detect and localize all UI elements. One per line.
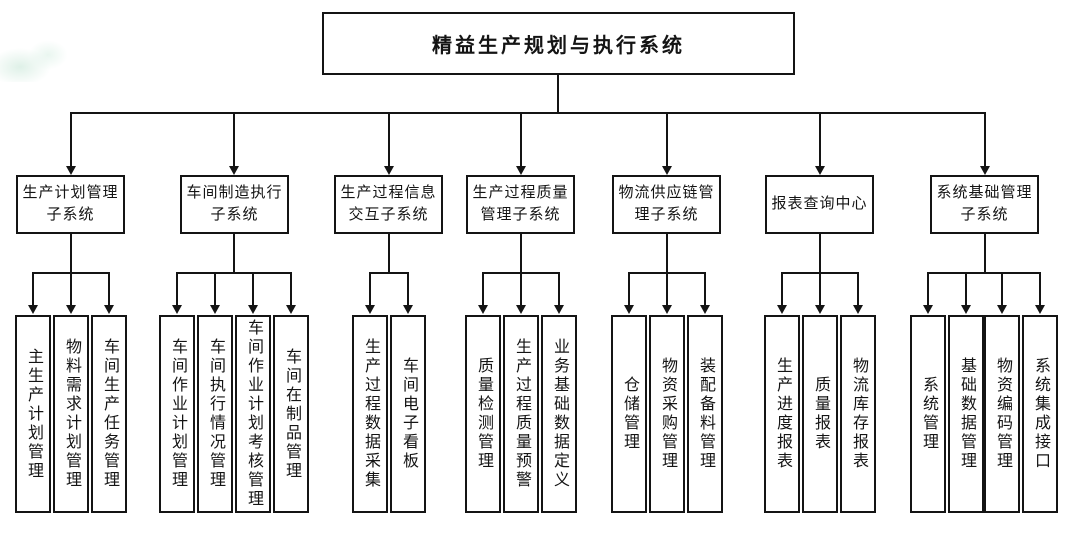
- module-node: 系统管理: [910, 315, 946, 513]
- module-node: 仓储管理: [611, 315, 647, 513]
- module-node: 物资编码管理: [984, 315, 1020, 513]
- module-node: 车间在制品管理: [273, 315, 309, 513]
- module-node: 车间作业计划考核管理: [235, 315, 271, 513]
- module-node: 生产过程数据采集: [352, 315, 388, 513]
- shopfloor-execution-modules: 车间作业计划管理 车间执行情况管理 车间作业计划考核管理 车间在制品管理: [159, 315, 309, 513]
- process-information-modules: 生产过程数据采集 车间电子看板: [352, 315, 426, 513]
- module-node: 生产过程质量预警: [503, 315, 539, 513]
- logistics-supply-chain-subsystem-node: 物流供应链管 理子系统: [612, 175, 721, 234]
- watermark-smudge: [0, 22, 80, 82]
- module-node: 业务基础数据定义: [541, 315, 577, 513]
- module-node: 物流库存报表: [840, 315, 876, 513]
- shopfloor-execution-subsystem-node: 车间制造执行 子系统: [180, 175, 289, 234]
- process-quality-modules: 质量检测管理 生产过程质量预警 业务基础数据定义: [465, 315, 577, 513]
- module-node: 主生产计划管理: [15, 315, 51, 513]
- module-node: 装配备料管理: [687, 315, 723, 513]
- module-node: 车间电子看板: [390, 315, 426, 513]
- production-planning-subsystem-node: 生产计划管理 子系统: [16, 175, 125, 234]
- module-node: 车间生产任务管理: [91, 315, 127, 513]
- module-node: 质量检测管理: [465, 315, 501, 513]
- module-node: 质量报表: [802, 315, 838, 513]
- report-modules: 生产进度报表 质量报表 物流库存报表: [764, 315, 876, 513]
- process-quality-subsystem-node: 生产过程质量 管理子系统: [466, 175, 575, 234]
- logistics-modules: 仓储管理 物资采购管理 装配备料管理: [611, 315, 723, 513]
- production-planning-modules: 主生产计划管理 物料需求计划管理 车间生产任务管理: [15, 315, 127, 513]
- module-node: 车间执行情况管理: [197, 315, 233, 513]
- module-node: 车间作业计划管理: [159, 315, 195, 513]
- report-query-center-node: 报表查询中心: [765, 175, 874, 234]
- module-node: 基础数据管理: [948, 315, 984, 513]
- module-node: 物料需求计划管理: [53, 315, 89, 513]
- module-node: 系统集成接口: [1022, 315, 1058, 513]
- module-node: 物资采购管理: [649, 315, 685, 513]
- module-node: 生产进度报表: [764, 315, 800, 513]
- root-node: 精益生产规划与执行系统: [322, 12, 795, 75]
- system-foundation-subsystem-node: 系统基础管理 子系统: [930, 175, 1039, 234]
- process-information-subsystem-node: 生产过程信息 交互子系统: [334, 175, 443, 234]
- system-foundation-modules: 系统管理 基础数据管理 物资编码管理 系统集成接口: [910, 315, 1058, 513]
